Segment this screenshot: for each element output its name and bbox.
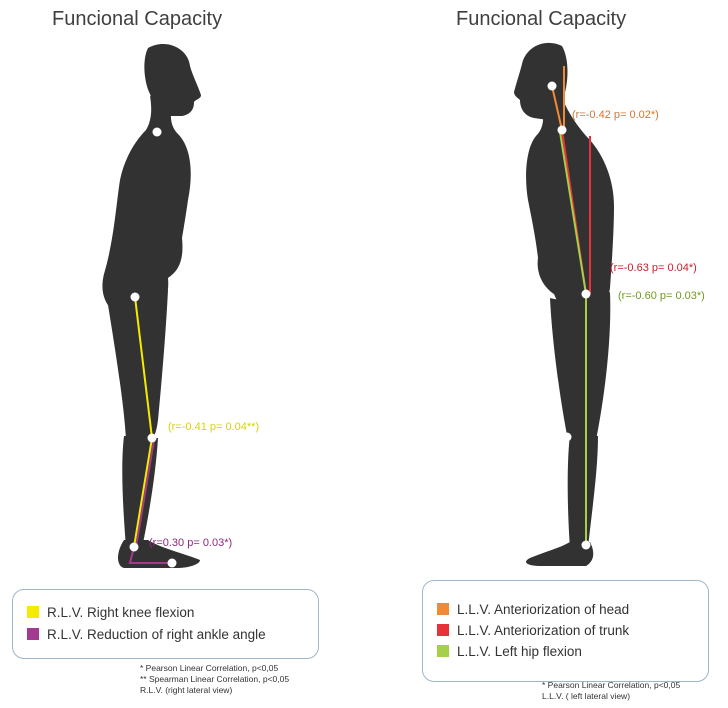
- trunk-correlation-label: (r=-0.63 p= 0.04*): [610, 262, 697, 274]
- knee-marker: [563, 433, 572, 442]
- ankle-marker: [582, 541, 591, 550]
- legend-label: R.L.V. Right knee flexion: [47, 605, 194, 620]
- ankle-correlation-label: (r=0.30 p= 0.03*): [149, 537, 232, 549]
- neck-marker: [153, 128, 162, 137]
- legend-swatch: [27, 606, 39, 618]
- shoulder-marker: [558, 126, 567, 135]
- footnote: ** Spearman Linear Correlation, p<0,05: [140, 674, 289, 685]
- legend-item: R.L.V. Right knee flexion: [27, 605, 194, 620]
- left-panel: Funcional Capacity (r=-0.41 p=: [0, 0, 364, 708]
- footnote: * Pearson Linear Correlation, p<0,05: [140, 663, 289, 674]
- right-panel: Funcional Capacity (r=-: [364, 0, 728, 708]
- hip-correlation-label: (r=-0.60 p= 0.03*): [618, 290, 705, 302]
- legend-label: L.L.V. Anteriorization of trunk: [457, 623, 629, 638]
- hip-marker: [131, 293, 140, 302]
- legend-swatch: [437, 645, 449, 657]
- knee-correlation-label: (r=-0.41 p= 0.04**): [168, 421, 259, 433]
- left-legend: R.L.V. Right knee flexion R.L.V. Reducti…: [12, 589, 319, 659]
- toe-marker: [168, 559, 177, 568]
- footnote: R.L.V. (right lateral view): [140, 685, 289, 696]
- legend-item: L.L.V. Left hip flexion: [437, 644, 582, 659]
- left-body-silhouette: [102, 44, 201, 568]
- legend-item: L.L.V. Anteriorization of head: [437, 602, 629, 617]
- legend-label: L.L.V. Anteriorization of head: [457, 602, 629, 617]
- right-legend: L.L.V. Anteriorization of head L.L.V. An…: [422, 580, 709, 682]
- legend-label: L.L.V. Left hip flexion: [457, 644, 582, 659]
- ear-marker: [548, 82, 557, 91]
- knee-marker: [148, 434, 157, 443]
- legend-item: L.L.V. Anteriorization of trunk: [437, 623, 629, 638]
- legend-swatch: [437, 603, 449, 615]
- legend-label: R.L.V. Reduction of right ankle angle: [47, 627, 266, 642]
- legend-item: R.L.V. Reduction of right ankle angle: [27, 627, 266, 642]
- footnote: L.L.V. ( left lateral view): [542, 691, 680, 702]
- legend-swatch: [437, 624, 449, 636]
- legend-swatch: [27, 628, 39, 640]
- head-correlation-label: (r=-0.42 p= 0.02*): [572, 109, 659, 121]
- right-footnotes: * Pearson Linear Correlation, p<0,05 L.L…: [542, 680, 680, 702]
- footnote: * Pearson Linear Correlation, p<0,05: [542, 680, 680, 691]
- left-footnotes: * Pearson Linear Correlation, p<0,05 ** …: [140, 663, 289, 696]
- ankle-marker: [130, 543, 139, 552]
- hip-marker: [582, 290, 591, 299]
